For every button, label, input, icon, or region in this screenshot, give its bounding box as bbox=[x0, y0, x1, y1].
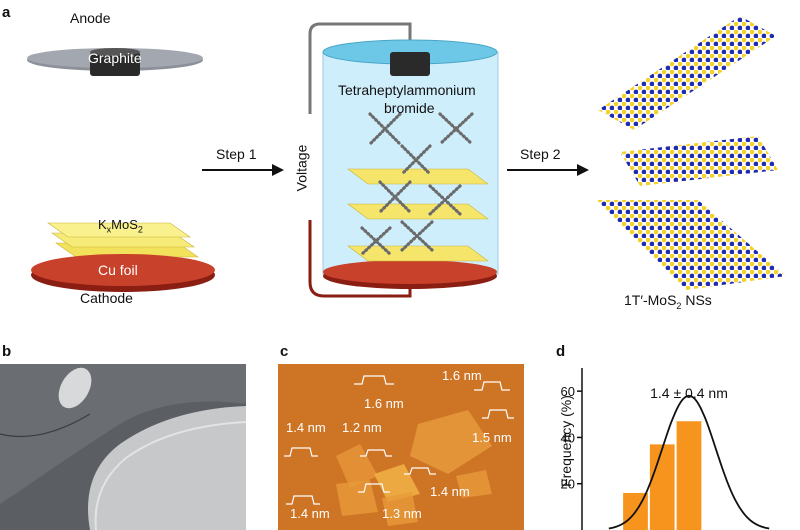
panel-a-letter: a bbox=[2, 4, 11, 21]
anode-graphite-disc bbox=[27, 48, 203, 76]
gaussian-fit-line bbox=[608, 394, 770, 530]
kxmos2-label: KxMoS2 bbox=[98, 217, 143, 235]
panel-d-letter: d bbox=[556, 343, 566, 360]
afm-image bbox=[278, 364, 524, 530]
afm-height-label: 1.4 nm bbox=[290, 506, 330, 521]
tetraheptylammonium-label: Tetraheptylammonium bbox=[338, 82, 476, 98]
kxmos2-label-k: K bbox=[98, 217, 107, 232]
histogram-chart: 20 40 60 1.4 ± 0.4 nm bbox=[561, 368, 770, 530]
cathode-label: Cathode bbox=[80, 290, 133, 306]
afm-height-label: 1.4 nm bbox=[430, 484, 470, 499]
fit-annotation: 1.4 ± 0.4 nm bbox=[650, 385, 728, 401]
bromide-label: bromide bbox=[384, 100, 435, 116]
y-tick-label: 60 bbox=[561, 384, 575, 399]
panel-c-letter: c bbox=[280, 343, 289, 360]
graphite-label: Graphite bbox=[88, 50, 142, 66]
product-label-post: NSs bbox=[681, 292, 712, 308]
kxmos2-stack bbox=[31, 222, 215, 292]
afm-height-label: 1.6 nm bbox=[442, 368, 482, 383]
kxmos2-label-x: x bbox=[106, 224, 112, 235]
afm-height-label: 1.6 nm bbox=[364, 396, 404, 411]
kxmos2-label-mos: MoS bbox=[111, 217, 138, 232]
y-tick-label: 20 bbox=[561, 477, 575, 492]
step1-arrow bbox=[202, 164, 284, 176]
product-label-sub: 2 bbox=[676, 300, 682, 311]
afm-height-label: 1.2 nm bbox=[342, 420, 382, 435]
afm-height-label: 1.4 nm bbox=[286, 420, 326, 435]
tem-image bbox=[0, 364, 246, 530]
anode-label: Anode bbox=[70, 10, 111, 26]
step2-label: Step 2 bbox=[520, 146, 561, 162]
afm-height-label: 1.3 nm bbox=[382, 506, 422, 521]
kxmos2-label-2: 2 bbox=[137, 224, 143, 235]
y-tick-label: 40 bbox=[561, 430, 575, 445]
product-label-main: 1T′-MoS bbox=[624, 292, 677, 308]
step2-arrow bbox=[507, 164, 589, 176]
step1-label: Step 1 bbox=[216, 146, 257, 162]
histogram-bar bbox=[649, 444, 675, 530]
panel-b-letter: b bbox=[2, 343, 12, 360]
afm-height-label: 1.5 nm bbox=[472, 430, 512, 445]
cu-foil-label: Cu foil bbox=[98, 262, 138, 278]
product-label: 1T′-MoS2 NSs bbox=[624, 292, 712, 311]
electrochemical-cell bbox=[308, 22, 499, 298]
histogram-bar bbox=[676, 421, 702, 530]
mos2-nanosheets bbox=[596, 16, 786, 290]
